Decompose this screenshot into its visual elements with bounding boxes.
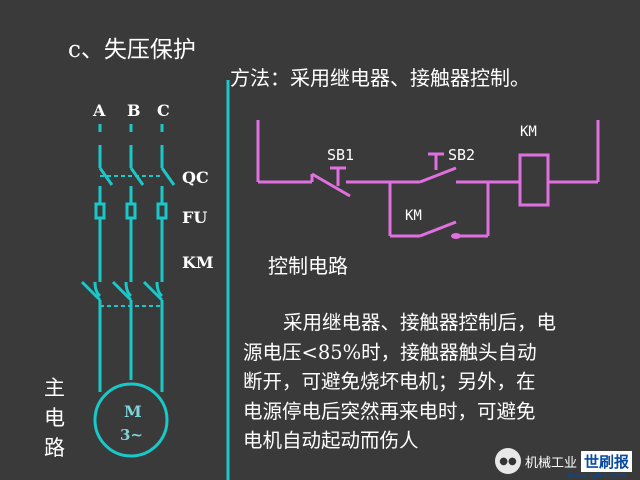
km-blade-c	[142, 280, 164, 302]
paragraph-line-2: 源电压<85%时，接触器触头自动	[243, 340, 537, 364]
km-arc-a	[93, 281, 102, 298]
motor-circle	[93, 382, 169, 458]
qc-blade-a	[98, 167, 114, 186]
paragraph-line-4: 电源停电后突然再来电时，可避免	[243, 399, 536, 423]
km-arc-c	[155, 281, 164, 298]
method-text: 方法：采用继电器、接触器控制。	[230, 66, 530, 90]
section-heading: c、失压保护	[68, 37, 196, 63]
sb2-label: SB2	[448, 146, 476, 164]
main-circuit-label-2: 电	[44, 406, 65, 430]
km-aux-dot	[451, 233, 461, 239]
phase-label-a: A	[93, 101, 106, 120]
qc-label: QC	[182, 168, 209, 187]
watermark-logo: 世刷报	[580, 450, 632, 472]
sb1-label: SB1	[327, 146, 355, 164]
main-circuit-label-1: 主	[44, 376, 65, 400]
km-blade-b	[111, 280, 133, 302]
km-coil	[518, 153, 550, 207]
watermark-url: www.sykv.com	[567, 471, 626, 480]
explanation-paragraph: 采用继电器、接触器控制后，电 源电压<85%时，接触器触头自动 断开，可避免烧坏…	[243, 308, 635, 456]
fu-label: FU	[182, 208, 208, 227]
km-aux-blade	[419, 220, 457, 238]
phase-label-c: C	[157, 101, 170, 120]
wechat-icon: ●●	[494, 448, 521, 474]
sb1-blade	[311, 172, 351, 198]
main-circuit-label-3: 路	[44, 436, 65, 460]
km-blade-a	[80, 280, 102, 302]
paragraph-line-1: 采用继电器、接触器控制后，电	[283, 311, 557, 334]
km-arc-b	[124, 281, 133, 298]
watermark: ●● 机械工业 世刷报	[494, 448, 632, 474]
motor-name: M	[124, 402, 142, 421]
qc-blade-c	[160, 167, 176, 186]
phase-label-b: B	[127, 101, 141, 120]
km-label: KM	[182, 253, 214, 272]
coil-label: KM	[520, 124, 537, 140]
paragraph-line-5: 电机自动起动而伤人	[243, 429, 419, 452]
motor-spec: 3~	[120, 426, 144, 444]
paragraph-line-3: 断开，可避免烧坏电机；另外，在	[243, 370, 536, 393]
watermark-text: 机械工业	[524, 455, 577, 471]
control-circuit-title: 控制电路	[268, 254, 348, 278]
sb2-blade	[419, 166, 457, 184]
aux-contact-label: KM	[405, 208, 422, 224]
